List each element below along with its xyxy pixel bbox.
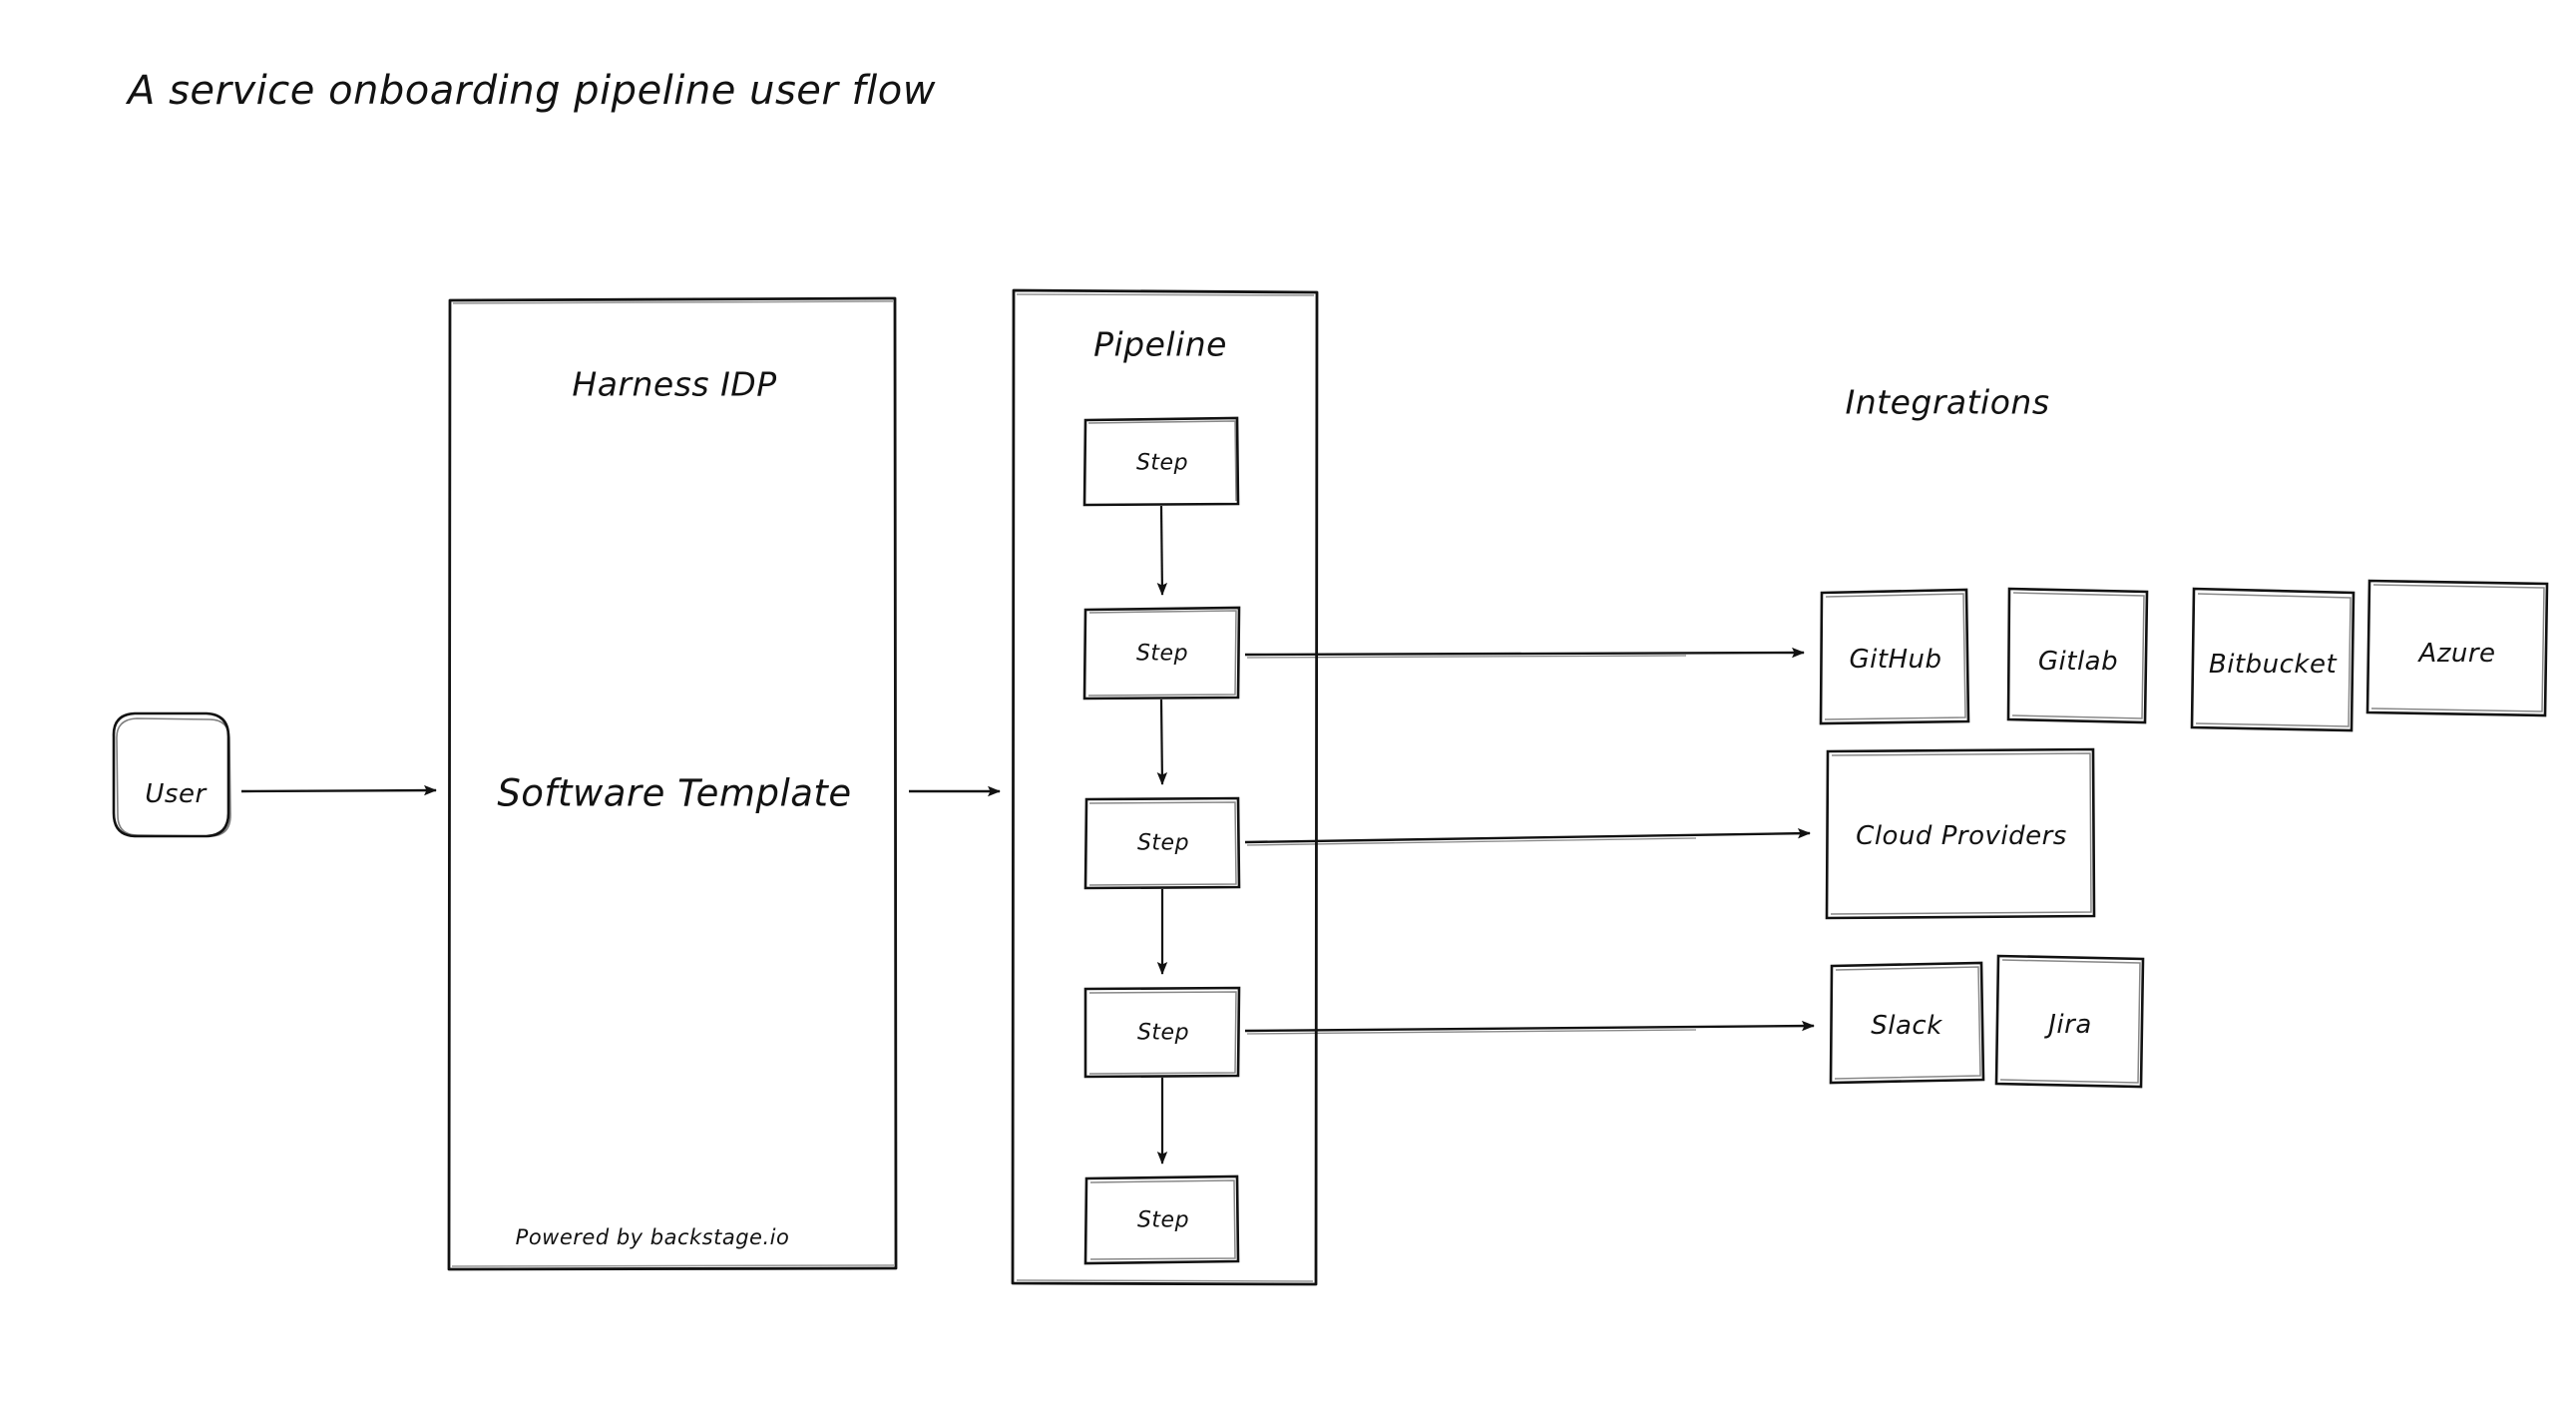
pipeline-title: Pipeline (1093, 324, 1227, 364)
integration-jira-label[interactable]: Jira (2048, 1010, 2092, 1040)
pipeline-step-2-label[interactable]: Step (1135, 641, 1189, 667)
pipeline-step-5-label[interactable]: Step (1136, 1207, 1190, 1233)
pipeline-step-3-label[interactable]: Step (1136, 830, 1190, 856)
pipeline-step-1-label[interactable]: Step (1135, 450, 1189, 476)
harness-idp-title: Harness IDP (572, 364, 777, 404)
integration-gitlab-label[interactable]: Gitlab (2037, 647, 2119, 677)
user-node-shape (112, 711, 231, 838)
integration-slack-label[interactable]: Slack (1871, 1011, 1942, 1041)
pipeline-step-4-label[interactable]: Step (1136, 1020, 1190, 1046)
diagram-title: A service onboarding pipeline user flow (128, 68, 936, 114)
integration-bitbucket-label[interactable]: Bitbucket (2208, 650, 2338, 680)
user-node-label: User (145, 779, 207, 809)
integration-cloud-providers-label[interactable]: Cloud Providers (1856, 821, 2067, 851)
pipeline-container-shape (1011, 288, 1319, 1286)
software-template-label: Software Template (497, 771, 852, 815)
backstage-credit-label: Powered by backstage.io (515, 1225, 790, 1249)
integration-azure-label[interactable]: Azure (2418, 639, 2496, 669)
connector-arrows-shape (240, 505, 1815, 1165)
integration-github-label[interactable]: GitHub (1849, 645, 1942, 675)
integrations-title: Integrations (1845, 382, 2050, 422)
